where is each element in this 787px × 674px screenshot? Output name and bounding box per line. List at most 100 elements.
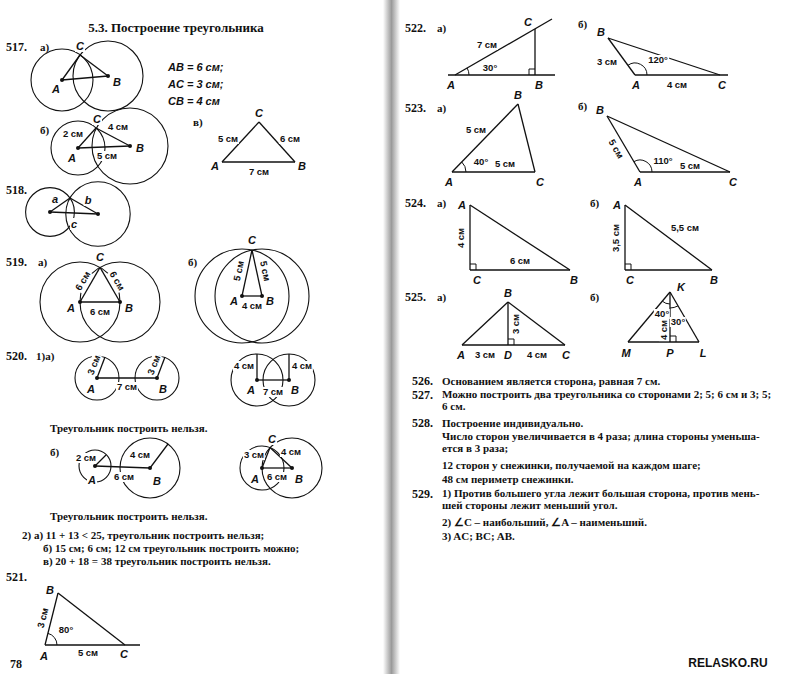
point-label: B [290,384,300,396]
problem-number: 522. [405,21,426,36]
given-value: AB = 6 см; [168,61,224,73]
problem-number: 521. [6,570,27,585]
triangle-side [624,205,625,270]
answer-text: Можно построить два треугольника со стор… [442,388,777,412]
triangle-side [222,161,295,162]
point-label: C [535,176,545,188]
answer-text: 2) ∠C – наибольший, ∠A – наименьший. [442,516,647,529]
triangle-side [58,593,125,645]
right-angle-mark [529,69,535,75]
problem-number: 528. [412,416,433,431]
triangle-side [462,302,508,345]
point-label: D [503,349,513,361]
point-label: A [246,384,256,396]
triangle-side [288,354,289,380]
point-label: C [92,113,102,125]
triangle-side [670,292,699,342]
triangle-side [640,171,730,172]
compass-circle [262,438,322,498]
dimension-label: 6 см [509,256,531,266]
center-point [95,376,99,380]
triangle-side [607,116,730,172]
dimension-label: 7 см [262,387,284,397]
point-label: A [631,79,641,91]
dimension-label: 4 см [233,361,255,371]
problem-number: 524. [405,196,426,211]
problem-number: 525. [405,290,426,305]
answer-text: б) [188,256,197,268]
point-label: B [709,274,719,286]
dimension-label: 4 см [280,447,302,457]
dimension-label: 5 см [606,137,626,161]
dimension-label: 5 см [96,151,118,161]
dimension-label: 3 см [511,313,521,335]
dimension-label: 4 см [129,450,151,460]
triangle-side [150,444,168,468]
compass-circle [120,438,180,498]
answer-text: а) [38,256,47,268]
dimension-label: 6 см [279,134,301,144]
answer-text: 1)а) [36,350,54,362]
dimension-label: 40° [654,309,670,319]
point-label: K [676,281,686,293]
dimension-label: 2 см [62,129,84,139]
triangle-side [50,212,98,214]
problem-number: 520. [6,349,27,364]
dimension-label: 6 см [73,269,93,293]
point-label: C [472,274,482,286]
triangle-side [470,205,570,270]
center-point [260,294,264,298]
dimension-label: 80° [58,625,74,635]
point-label: B [569,274,579,286]
point-label: C [561,349,571,361]
answer-text: б) [40,124,49,136]
triangle-side [62,55,80,80]
dimension-label: 3 см [596,57,618,67]
triangle-side [452,104,518,172]
problem-number: 517. [6,40,27,55]
center-point [60,78,64,82]
point-label: C [95,251,105,263]
answer-text: Построение индивидуально. [442,417,583,429]
answer-text: 48 см периметр снежинки. [442,473,574,485]
triangle-side [62,76,108,80]
point-label: b [84,194,93,206]
triangle-side [470,269,570,270]
watermark: RELASKO.RU [688,656,767,670]
dimension-label: 4 см [241,301,263,311]
answer-text: б) [590,291,599,303]
answer-text: а) [40,41,49,53]
angle-arc [670,306,678,308]
dimension-label: 5,5 см [670,223,700,233]
point-label: B [294,473,304,485]
point-label: a [51,193,59,205]
angle-arc [634,160,652,172]
point-label: B [152,475,162,487]
point-label: B [45,584,55,596]
center-point [106,74,110,78]
point-label: A [66,302,76,314]
center-point [93,464,97,468]
center-point [118,300,122,304]
point-label: C [247,234,257,246]
dimension-label: 7 см [476,40,498,50]
problem-number: 526. [412,374,433,389]
problem-number: 518. [6,183,27,198]
triangle-side [625,269,712,270]
point-label: A [229,295,239,307]
compass-circle [66,182,130,246]
dimension-label: 5 см [494,159,516,169]
point-label: B [265,295,275,307]
center-point [290,466,294,470]
point-label: B [297,160,307,172]
point-label: B [595,104,605,116]
compass-circle [73,41,143,111]
compass-circle [92,108,168,184]
point-label: B [135,142,145,154]
triangle-side [469,205,470,270]
dimension-label: 40° [473,157,489,167]
triangle-side [80,301,120,302]
center-point [96,212,100,216]
point-label: B [534,79,544,91]
